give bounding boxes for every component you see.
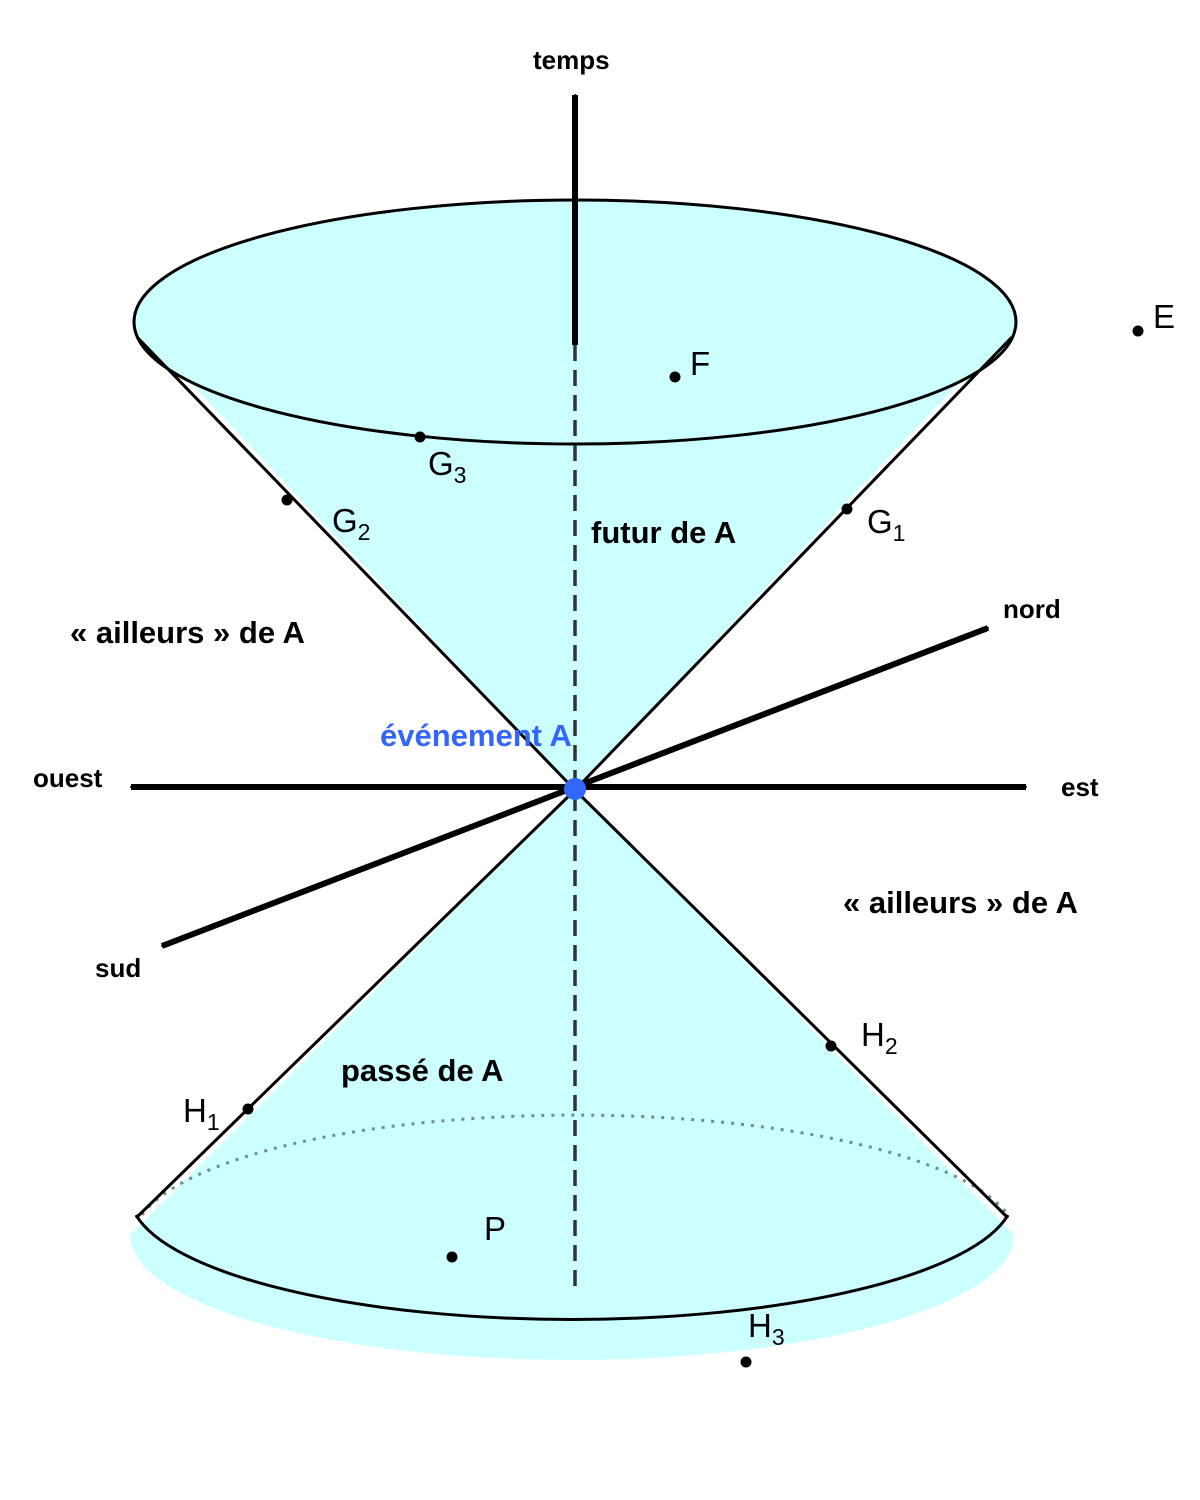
point-g3-letter: G	[428, 445, 454, 482]
future-region-label: futur de A	[591, 515, 736, 550]
point-h1-dot	[242, 1103, 254, 1115]
past-cone-right-edge	[573, 788, 1010, 1220]
point-h1-subscript: 1	[207, 1109, 220, 1135]
point-e-label: E	[1153, 298, 1175, 335]
future-cone-right-edge	[573, 335, 1014, 792]
point-h1-label: H1	[183, 1092, 220, 1135]
south-axis-label: sud	[95, 953, 141, 983]
point-f-dot	[669, 371, 681, 383]
point-h3-letter: H	[748, 1307, 772, 1344]
point-h1-letter: H	[183, 1092, 207, 1129]
point-e-dot	[1132, 325, 1144, 337]
point-g1-letter: G	[867, 503, 893, 540]
point-h2-letter: H	[861, 1016, 885, 1053]
point-g2-label: G2	[332, 502, 370, 545]
event-a-label: événement A	[380, 718, 572, 753]
point-h3-subscript: 3	[772, 1324, 785, 1350]
point-h2-subscript: 2	[885, 1033, 898, 1059]
north-axis-label: nord	[1003, 594, 1061, 624]
south-axis	[162, 784, 577, 949]
point-f-label: F	[690, 345, 710, 382]
elsewhere-right-label: « ailleurs » de A	[843, 885, 1078, 920]
point-g1-subscript: 1	[893, 520, 906, 546]
past-cone-body	[130, 790, 1014, 1360]
point-g3-dot	[414, 431, 426, 443]
past-cone-back-rim	[140, 1113, 1010, 1216]
west-axis-label: ouest	[33, 763, 103, 793]
past-cone-left-edge	[134, 788, 577, 1220]
point-h2-dot	[825, 1040, 837, 1052]
time-axis-label: temps	[533, 45, 610, 75]
past-cone-front-rim	[134, 1214, 1010, 1321]
point-g3-subscript: 3	[454, 462, 467, 488]
point-h3-label: H3	[748, 1307, 785, 1350]
point-p-label: P	[484, 1210, 506, 1247]
point-p-dot	[446, 1251, 458, 1263]
point-g2-letter: G	[332, 502, 358, 539]
future-cone-left-edge	[135, 335, 577, 792]
point-h3-dot	[740, 1356, 752, 1368]
east-axis-label: est	[1061, 772, 1099, 802]
point-g1-dot	[841, 503, 853, 515]
point-h2-label: H2	[861, 1016, 898, 1059]
point-g2-subscript: 2	[358, 519, 371, 545]
point-g2-dot	[281, 494, 293, 506]
event-a-dot	[564, 778, 586, 800]
elsewhere-left-label: « ailleurs » de A	[70, 615, 305, 650]
past-region-label: passé de A	[341, 1053, 504, 1088]
point-g1-label: G1	[867, 503, 905, 546]
point-g3-label: G3	[428, 445, 466, 488]
north-axis	[573, 625, 988, 790]
